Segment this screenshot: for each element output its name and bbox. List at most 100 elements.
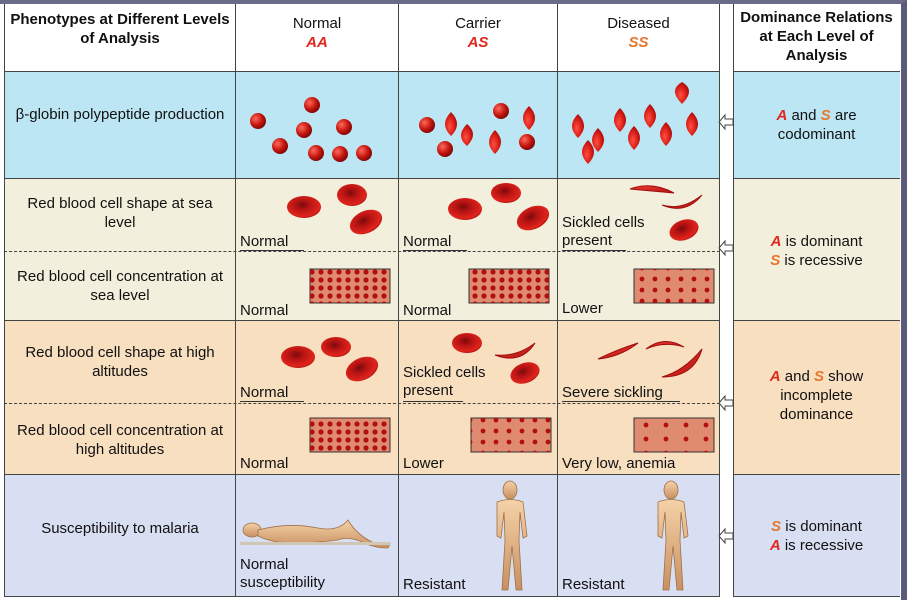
row-label-globin: β-globin polypeptide production — [15, 106, 225, 123]
caption-shape-sea-diseased: Sickled cells present — [562, 214, 645, 249]
sickle-cell — [494, 342, 536, 359]
globin-dot — [493, 103, 509, 119]
globin-dot — [356, 145, 372, 161]
grid-line — [733, 596, 900, 597]
row-label-shape-high: Red blood cell shape at high altitudes — [25, 344, 215, 380]
caption-underline — [240, 401, 304, 402]
conc-high-normal-box — [309, 417, 391, 453]
dom-bg-high — [733, 320, 900, 474]
carrier-genotype: AS — [467, 34, 489, 51]
allele-s: S — [820, 107, 831, 124]
rbc-shape-high-carrier — [452, 333, 540, 384]
row-bg-header — [4, 4, 720, 71]
diseased-label: Diseased — [607, 15, 670, 32]
sickle-cell — [645, 341, 685, 350]
globin-drop — [523, 106, 535, 130]
globin-drop — [592, 128, 604, 152]
globin-dot — [519, 134, 535, 150]
globin-dot — [296, 122, 312, 138]
caption-malaria-normal: Normal susceptibility — [240, 556, 326, 591]
globin-dot — [250, 113, 266, 129]
dom-text: incomplete — [780, 387, 853, 404]
allele-a: A — [776, 107, 788, 124]
normal-header: Normal AA — [236, 14, 398, 52]
globin-drop — [614, 108, 626, 132]
red-blood-cell — [669, 219, 699, 241]
conc-high-carrier-box — [470, 417, 552, 453]
reclining-person-figure — [240, 519, 391, 549]
globin-dot — [308, 145, 324, 161]
arrow-malaria-icon — [718, 527, 734, 545]
rbc-shape-sea-diseased — [629, 185, 703, 241]
dom-text: is recessive — [780, 252, 863, 269]
globin-drop — [660, 122, 672, 146]
globin-carrier-molecules — [419, 103, 535, 157]
red-blood-cell — [337, 184, 367, 206]
sickle-cell — [661, 348, 703, 378]
globin-dot — [336, 119, 352, 135]
allele-a: A — [769, 537, 781, 554]
globin-drop — [572, 114, 584, 138]
dom-text: dominance — [779, 406, 854, 423]
row-label-conc-high: Red blood cell concentration at high alt… — [17, 422, 223, 458]
sickle-cell — [661, 194, 703, 209]
conc-sea-normal-box — [309, 268, 391, 304]
dashed-divider — [4, 251, 720, 252]
globin-dot — [419, 117, 435, 133]
phenotypes-header: Phenotypes at Different Levels of Analys… — [10, 11, 230, 47]
caption-malaria-carrier: Resistant — [403, 576, 466, 593]
globin-drop — [445, 112, 457, 136]
carrier-header: Carrier AS — [399, 14, 557, 52]
carrier-label: Carrier — [455, 15, 501, 32]
grid-line — [557, 4, 558, 596]
rbc-shape-sea-normal — [287, 184, 383, 235]
allele-a: A — [770, 233, 782, 250]
red-blood-cell — [321, 337, 351, 357]
dom-bg-malaria — [733, 474, 900, 596]
row-label-shape-sea: Red blood cell shape at sea level — [27, 195, 213, 231]
grid-line — [733, 474, 900, 475]
arrow-sea-icon — [718, 239, 734, 257]
globin-dot — [272, 138, 288, 154]
conc-sea-carrier-box — [468, 268, 550, 304]
grid-line — [4, 71, 720, 72]
dominance-high: A and S show incomplete dominance — [733, 367, 900, 424]
allele-s: S — [771, 518, 782, 535]
red-blood-cell — [452, 333, 482, 353]
globin-drop — [489, 130, 501, 154]
dom-bg-header — [733, 4, 900, 71]
grid-line — [4, 320, 720, 321]
standing-person-diseased-figure — [657, 480, 689, 591]
arrow-high-icon — [718, 394, 734, 412]
caption-shape-sea-carrier: Normal — [403, 233, 452, 250]
grid-line — [733, 71, 900, 72]
caption-conc-high-normal: Normal — [240, 455, 289, 472]
red-blood-cell — [349, 209, 383, 235]
bracket-arrows — [718, 113, 734, 545]
globin-dot — [437, 141, 453, 157]
dom-bg-globin — [733, 71, 900, 178]
caption-malaria-diseased: Resistant — [562, 576, 625, 593]
globin-dot — [304, 97, 320, 113]
row-label-conc-sea: Red blood cell concentration at sea leve… — [17, 268, 223, 304]
grid-line — [398, 4, 399, 596]
rbc-shape-high-normal — [281, 337, 379, 382]
dom-text: is dominant — [781, 518, 862, 535]
globin-drop — [644, 104, 656, 128]
caption-conc-high-diseased: Very low, anemia — [562, 455, 676, 472]
caption-underline — [240, 250, 304, 251]
allele-a: A — [769, 368, 781, 385]
arrow-globin-icon — [718, 113, 734, 131]
dom-text: are — [830, 107, 857, 124]
allele-s: S — [770, 252, 781, 269]
dom-text: is dominant — [781, 233, 863, 250]
red-blood-cell — [491, 183, 521, 203]
caption-conc-sea-normal: Normal — [240, 302, 289, 319]
red-blood-cell — [281, 346, 315, 368]
caption-shape-sea-normal: Normal — [240, 233, 289, 250]
normal-genotype: AA — [306, 34, 328, 51]
caption-underline — [562, 250, 626, 251]
grid-line — [733, 4, 734, 596]
caption-shape-high-carrier: Sickled cells present — [403, 364, 486, 399]
